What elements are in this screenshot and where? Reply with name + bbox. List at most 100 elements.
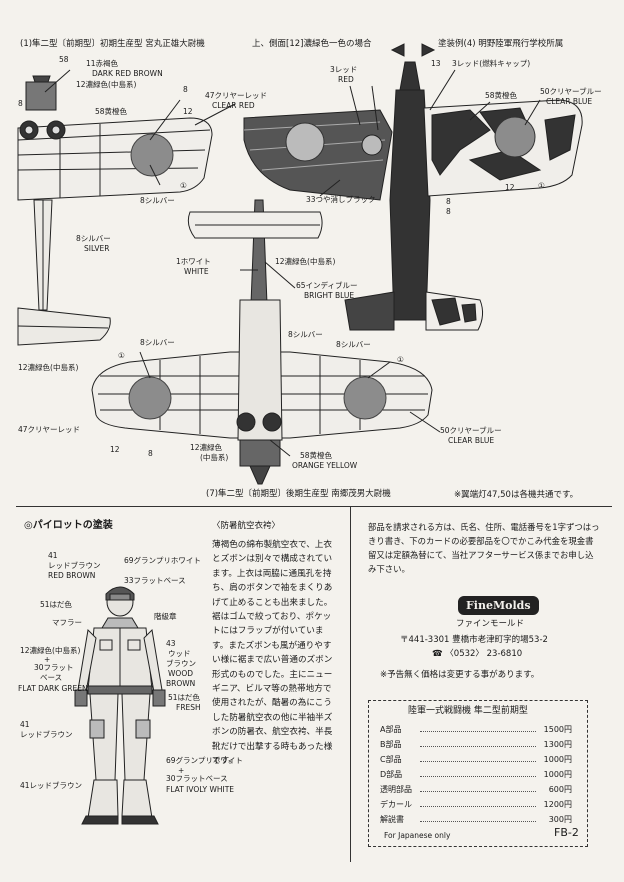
label-58d: 58黄橙色 [485, 91, 518, 100]
pilot-43-en1: WOOD [168, 669, 193, 678]
label-8-silver: 8シルバー [140, 196, 175, 205]
parts-row[interactable]: A部品 1500円 [380, 724, 572, 738]
label-58b: 58黄橙色 [95, 107, 128, 116]
label-47-en: CLEAR RED [212, 101, 255, 110]
aircraft-drawings [17, 43, 583, 485]
parts-row-dots [420, 806, 536, 807]
order-text: 部品を請求される方は、氏名、住所、電話番号を1字ずつはっきり書き、下のカードの必… [368, 522, 600, 574]
label-65: 65インディブルー [296, 281, 358, 290]
pilot-30: 30フラット [34, 663, 74, 672]
parts-row-name: D部品 [380, 770, 403, 779]
label-8-silver2-en: SILVER [84, 244, 110, 253]
parts-row-price: 1500円 [543, 725, 572, 734]
pilot-43-jp1: ウッド [168, 649, 191, 658]
label-50b: 50クリヤーブルー [540, 87, 602, 96]
lower-fuselage-left [17, 199, 111, 346]
parts-row-name: 透明部品 [380, 785, 412, 794]
label-12g: 12 [505, 183, 515, 192]
pilot-41c: 41レッドブラウン [20, 781, 83, 790]
arrow-right-icon [421, 43, 436, 57]
label-circle-1b: ① [118, 351, 125, 360]
label-12d: 12 [110, 445, 120, 454]
pilot-plus2: + [178, 766, 185, 775]
pilot-51b: 51はだ色 [168, 693, 200, 702]
label-8: 8 [183, 85, 188, 94]
pilot-43-jp2: ブラウン [166, 659, 196, 668]
parts-row-name: A部品 [380, 725, 402, 734]
pilot-41-jp: レッドブラウン [48, 561, 101, 570]
label-3-red: 3レッド [330, 65, 358, 74]
parts-title: 陸軍一式戦闘機 隼二型前期型 [408, 706, 528, 716]
parts-row-price: 1300円 [543, 740, 572, 749]
pilot-51b-en: FRESH [176, 703, 201, 712]
label-12f-sub: (中島系) [200, 453, 229, 462]
parts-row-price: 1000円 [543, 770, 572, 779]
product-code: FB-2 [554, 826, 579, 839]
label-11: 11赤褐色 [86, 59, 119, 68]
parts-row[interactable]: 透明部品 600円 [380, 784, 572, 798]
label-8g: 8 [446, 197, 451, 206]
parts-row-dots [420, 821, 536, 822]
label-1-white-en: WHITE [184, 267, 209, 276]
finemolds-logo: FineMolds [458, 596, 539, 615]
hinomaru-lower-right [343, 376, 387, 420]
bottom-title: (7)隼二型〔前期型〕後期生産型 南郷茂男大尉機 [206, 489, 391, 499]
top-left-title: (1)隼二型〔前期型〕初期生産型 宮丸正雄大尉機 [20, 39, 205, 49]
arrow-left-icon [390, 43, 405, 57]
pilot-heading: ◎パイロットの塗装 [24, 520, 113, 531]
parts-row-name: B部品 [380, 740, 402, 749]
japanese-only-note: For Japanese only [384, 831, 451, 840]
label-11-en: DARK RED BROWN [92, 69, 163, 78]
parts-row-price: 600円 [548, 785, 572, 794]
label-8d: 8シルバー [140, 338, 175, 347]
label-58c-en: ORANGE YELLOW [292, 461, 358, 470]
pilot-43-en2: BROWN [166, 679, 196, 688]
horizontal-divider [16, 506, 612, 507]
parts-row-dots [420, 731, 536, 732]
bottom-note: ※翼端灯47,50は各機共通です。 [454, 490, 579, 500]
pilot-41b: 41 [20, 720, 30, 729]
pilot-12: 12濃緑色(中島系) [20, 646, 81, 655]
parts-row-dots [420, 761, 536, 762]
article-title: 〈防暑航空衣袴〉 [212, 521, 281, 531]
pilot-30b: ベース [40, 673, 63, 682]
label-47b: 47クリヤーレッド [18, 425, 81, 434]
company-name: ファインモールド [456, 619, 525, 629]
label-circle-1: ① [180, 181, 187, 190]
label-50b-en: CLEAR BLUE [546, 97, 593, 106]
vertical-divider [350, 507, 351, 862]
label-65-en: BRIGHT BLUE [304, 291, 355, 300]
label-circle-1d: ① [538, 181, 545, 190]
pilot-30-en: FLAT DARK GREEN [18, 684, 88, 693]
pilot-plus: + [44, 655, 51, 664]
parts-row-price: 300円 [548, 815, 572, 824]
pilot-30c-en: FLAT IVOLY WHITE [166, 785, 235, 794]
label-13: 13 [431, 59, 441, 68]
parts-row[interactable]: B部品 1300円 [380, 739, 572, 753]
label-12e: 12濃緑色(中島系) [275, 257, 336, 266]
parts-row-dots [420, 791, 536, 792]
side-fuselage-drawing [243, 109, 393, 201]
label-3-red-fuel: 3レッド(燃料キャップ) [452, 59, 531, 68]
pilot-30c: 30フラットベース [166, 774, 228, 783]
label-circle-1c: ① [397, 355, 404, 364]
lower-wing-drawing [91, 299, 433, 485]
pilot-muffler: マフラー [52, 618, 82, 627]
company-tel: ☎ 〈0532〉 23-6810 [432, 649, 523, 659]
camo-aircraft-drawing [344, 61, 583, 331]
article-body: 薄褐色の綿布製航空衣で、上衣とズボンは別々で構成されています。上衣は両脇に通風孔… [212, 540, 333, 767]
label-47: 47クリヤーレッド [205, 91, 268, 100]
pilot-insignia: 階級章 [154, 612, 177, 621]
label-12b: 12 [183, 107, 193, 116]
parts-card [368, 700, 588, 847]
pilot-43: 43 [166, 639, 176, 648]
label-8e: 8シルバー [288, 330, 323, 339]
pilot-figure [74, 586, 166, 825]
parts-row[interactable]: D部品 1000円 [380, 769, 572, 783]
pilot-33: 33フラットベース [124, 576, 186, 585]
label-3-red-en: RED [338, 75, 354, 84]
